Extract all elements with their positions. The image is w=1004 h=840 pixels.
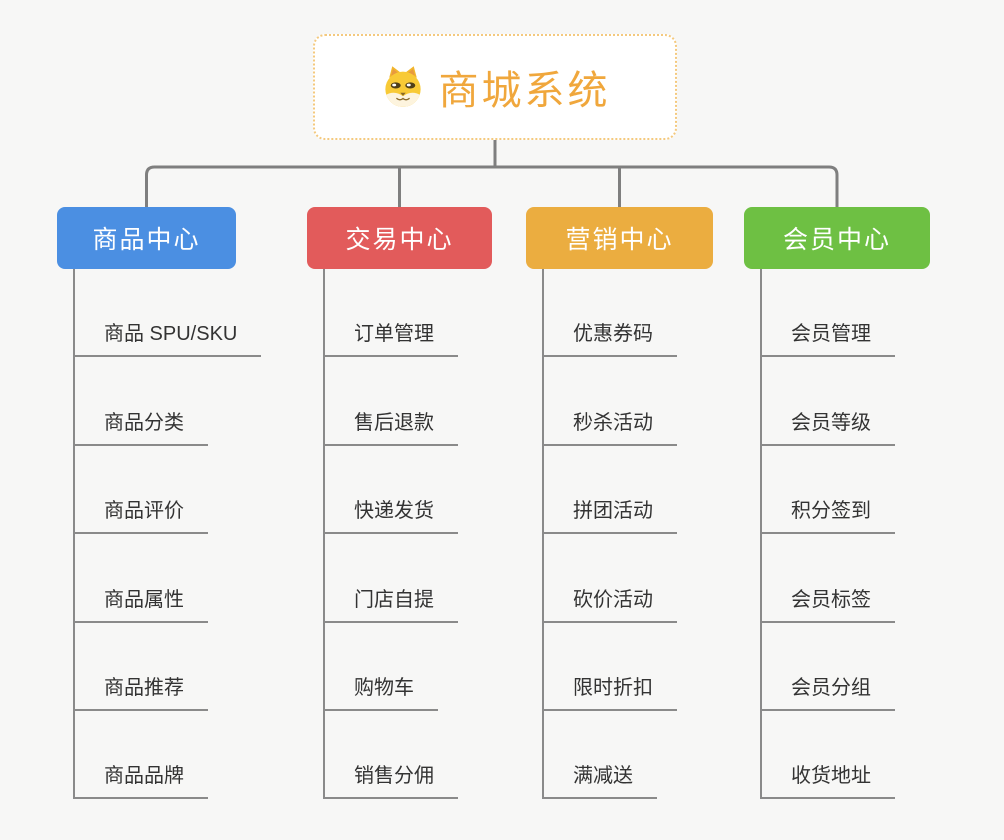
- leaf-topic[interactable]: 商品分类: [73, 406, 208, 446]
- leaf-topic[interactable]: 限时折扣: [542, 671, 677, 711]
- leaf-topic[interactable]: 售后退款: [323, 406, 458, 446]
- leaf-node: 商品评价: [73, 446, 261, 535]
- leaf-node: 积分签到: [760, 446, 930, 535]
- leaf-node: 订单管理: [323, 269, 492, 358]
- leaf-topic[interactable]: 收货地址: [760, 759, 895, 800]
- leaf-node: 快递发货: [323, 446, 492, 535]
- root-title: 商城系统: [438, 69, 611, 113]
- leaf-node: 拼团活动: [542, 446, 713, 535]
- leaf-topic[interactable]: 商品属性: [73, 583, 208, 623]
- leaf-node: 限时折扣: [542, 623, 713, 711]
- leaf-topic[interactable]: 快递发货: [323, 494, 458, 535]
- leaf-topic[interactable]: 购物车: [323, 671, 438, 711]
- leaf-topic[interactable]: 满减送: [542, 759, 657, 800]
- leaf-node: 优惠券码: [542, 269, 713, 358]
- leaf-topic[interactable]: 秒杀活动: [542, 406, 677, 446]
- leaf-topic[interactable]: 会员分组: [760, 671, 895, 711]
- branch-column-2: 交易中心订单管理售后退款快递发货门店自提购物车销售分佣: [307, 207, 492, 800]
- leaf-node: 商品推荐: [73, 623, 261, 711]
- leaf-topic[interactable]: 优惠券码: [542, 317, 677, 358]
- branch-column-1: 商品中心商品 SPU/SKU 商品分类商品评价商品属性商品推荐商品品牌: [57, 207, 262, 800]
- leaf-node: 销售分佣: [323, 711, 492, 800]
- branch-items-list: 优惠券码秒杀活动拼团活动砍价活动限时折扣满减送: [542, 269, 713, 800]
- leaf-topic[interactable]: 积分签到: [760, 494, 895, 535]
- branch-node-1[interactable]: 商品中心: [57, 207, 236, 269]
- leaf-topic[interactable]: 销售分佣: [323, 759, 458, 800]
- branch-items-list: 订单管理售后退款快递发货门店自提购物车销售分佣: [323, 269, 492, 800]
- leaf-node: 收货地址: [760, 711, 930, 800]
- leaf-node: 商品 SPU/SKU: [73, 269, 262, 358]
- leaf-node: 商品品牌: [73, 711, 261, 800]
- branch-column-4: 会员中心会员管理会员等级积分签到会员标签会员分组收货地址: [744, 207, 930, 800]
- leaf-topic[interactable]: 会员等级: [760, 406, 895, 446]
- branch-items-list: 商品 SPU/SKU 商品分类商品评价商品属性商品推荐商品品牌: [73, 269, 262, 800]
- leaf-node: 售后退款: [323, 357, 492, 446]
- branch-node-2[interactable]: 交易中心: [307, 207, 492, 269]
- leaf-topic[interactable]: 商品 SPU/SKU: [73, 317, 262, 358]
- leaf-topic[interactable]: 商品品牌: [73, 759, 208, 800]
- leaf-node: 满减送: [542, 711, 713, 800]
- leaf-node: 门店自提: [323, 534, 492, 623]
- leaf-node: 会员等级: [760, 357, 930, 446]
- leaf-node: 商品属性: [73, 534, 261, 623]
- leaf-topic[interactable]: 拼团活动: [542, 494, 677, 535]
- leaf-node: 会员标签: [760, 534, 930, 623]
- leaf-node: 会员分组: [760, 623, 930, 711]
- root-node-mall-system[interactable]: 商城系统: [313, 34, 677, 140]
- leaf-topic[interactable]: 商品推荐: [73, 671, 208, 711]
- leaf-topic[interactable]: 门店自提: [323, 583, 458, 623]
- leaf-topic[interactable]: 会员管理: [760, 317, 895, 358]
- leaf-topic[interactable]: 订单管理: [323, 317, 458, 358]
- branch-column-3: 营销中心优惠券码秒杀活动拼团活动砍价活动限时折扣满减送: [526, 207, 713, 800]
- leaf-node: 砍价活动: [542, 534, 713, 623]
- leaf-node: 购物车: [323, 623, 492, 711]
- leaf-node: 商品分类: [73, 357, 261, 446]
- branch-node-3[interactable]: 营销中心: [526, 207, 713, 269]
- branch-node-4[interactable]: 会员中心: [744, 207, 930, 269]
- branch-items-list: 会员管理会员等级积分签到会员标签会员分组收货地址: [760, 269, 930, 800]
- dog-face-icon: [384, 66, 421, 107]
- leaf-node: 会员管理: [760, 269, 930, 358]
- leaf-node: 秒杀活动: [542, 357, 713, 446]
- leaf-topic[interactable]: 商品评价: [73, 494, 208, 535]
- leaf-topic[interactable]: 会员标签: [760, 583, 895, 623]
- leaf-topic[interactable]: 砍价活动: [542, 583, 677, 623]
